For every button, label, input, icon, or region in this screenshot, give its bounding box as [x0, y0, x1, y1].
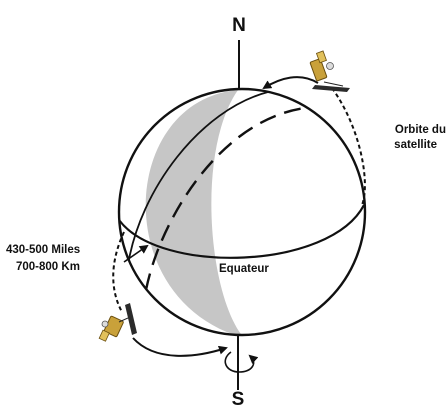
equator-line: [119, 204, 365, 259]
orbit-path-left: [112, 231, 125, 313]
orbit-path-front: [144, 106, 306, 291]
orbit-path-right: [331, 87, 366, 206]
orbit-label-line2: satellite: [394, 139, 437, 151]
satellite-motion-arrow-top: [262, 76, 319, 90]
orbit-path-back: [127, 91, 269, 266]
earth-shadow: [145, 90, 244, 335]
satellite-motion-arrow-bottom: [132, 337, 228, 357]
north-pole-label: N: [232, 15, 246, 36]
satellite-icon: [309, 50, 350, 92]
altitude-km-label: 700-800 Km: [16, 261, 80, 273]
rotation-arrow-icon: [224, 351, 259, 373]
satellite-icon: [98, 303, 137, 342]
altitude-miles-label: 430-500 Miles: [6, 244, 80, 256]
earth-globe-outline: [117, 87, 367, 337]
orbit-label-line1: Orbite du: [395, 124, 446, 136]
equator-label: Equateur: [219, 263, 269, 275]
south-pole-label: S: [232, 389, 245, 405]
altitude-pointer-arrow: [123, 244, 149, 263]
